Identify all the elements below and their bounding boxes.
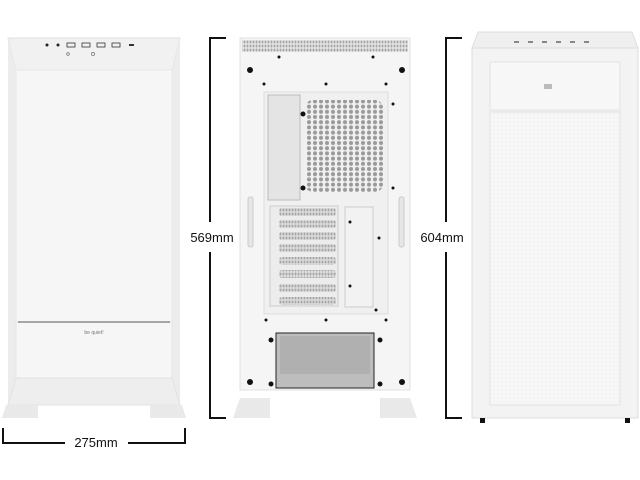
right-handle: [398, 196, 405, 248]
vertical-gpu-cover: [344, 206, 374, 308]
front-view-case: be quiet!: [2, 37, 186, 418]
side-foot: [625, 418, 630, 423]
width-dimension: [2, 428, 186, 444]
reset-button-icon: [66, 52, 70, 56]
usb-port-icon: [96, 42, 106, 48]
front-io-ports: [45, 42, 134, 56]
back-right-foot: [380, 398, 417, 418]
usb-port-icon: [81, 42, 91, 48]
height-dimension: [209, 37, 226, 419]
rear-fan-grill: [305, 100, 383, 192]
side-upper-panel: [489, 61, 621, 111]
power-button-icon: [91, 52, 95, 56]
height-label: 569mm: [190, 230, 233, 245]
back-left-foot: [233, 398, 270, 418]
usb-port-icon: [66, 42, 76, 48]
front-left-foot: [2, 405, 38, 418]
io-shield-opening: [267, 94, 301, 201]
front-right-foot: [150, 405, 186, 418]
side-view-case: [471, 31, 639, 423]
depth-label: 604mm: [420, 230, 463, 245]
back-view-case: [233, 37, 417, 418]
usb-port-icon: [111, 42, 121, 48]
side-foot: [480, 418, 485, 423]
audio-jack-icon: [56, 43, 60, 47]
usb-c-port-icon: [129, 44, 134, 46]
front-logo: be quiet!: [84, 330, 103, 336]
depth-dimension: [445, 37, 462, 419]
width-label: 275mm: [74, 435, 117, 450]
side-top-panel: [471, 31, 639, 49]
audio-jack-icon: [45, 43, 49, 47]
front-mesh-panel: [489, 111, 621, 406]
top-vent: [242, 40, 408, 52]
left-handle: [247, 196, 254, 248]
screws: [247, 55, 405, 387]
expansion-slots: [269, 205, 339, 307]
